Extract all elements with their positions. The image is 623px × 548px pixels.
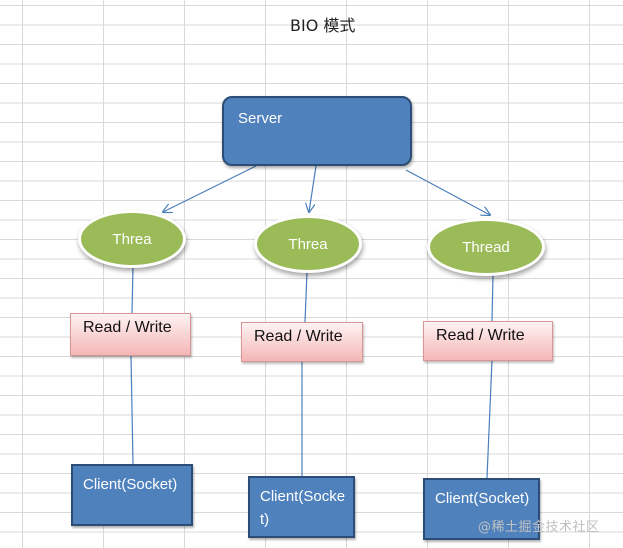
thread-node-2: Threa	[254, 215, 362, 273]
client-socket-node-1: Client(Socket)	[71, 464, 193, 526]
line-rw-3-to-client	[486, 359, 493, 479]
line-rw-1-to-client	[130, 355, 134, 465]
arrow-server-to-thread-1	[163, 165, 257, 212]
read-write-node-3: Read / Write	[423, 321, 553, 361]
read-write-label: Read / Write	[254, 328, 343, 345]
arrow-server-to-thread-3	[405, 169, 490, 215]
line-thread-2-to-rw	[304, 271, 308, 323]
thread-label: Thread	[462, 238, 510, 256]
thread-node-3: Thread	[427, 218, 545, 276]
read-write-label: Read / Write	[83, 319, 172, 336]
client-label: Client(Socket)	[83, 476, 178, 493]
client-label: Client(Socket)	[260, 488, 346, 528]
client-socket-node-3: Client(Socket)	[423, 478, 540, 540]
thread-node-1: Threa	[78, 210, 186, 268]
client-label: Client(Socket)	[435, 490, 530, 507]
read-write-label: Read / Write	[436, 327, 525, 344]
read-write-node-1: Read / Write	[70, 313, 191, 356]
watermark-text: @稀土掘金技术社区	[478, 520, 600, 535]
client-socket-node-2: Client(Socket)	[248, 476, 355, 538]
line-thread-3-to-rw	[491, 274, 494, 322]
server-label: Server	[238, 110, 283, 127]
diagram-title: BIO 模式	[290, 16, 356, 35]
read-write-node-2: Read / Write	[241, 322, 363, 362]
thread-label: Threa	[288, 235, 328, 253]
line-thread-1-to-rw	[131, 265, 134, 315]
server-node: Server	[222, 96, 412, 166]
arrow-server-to-thread-2	[309, 165, 317, 212]
thread-label: Threa	[112, 230, 152, 248]
